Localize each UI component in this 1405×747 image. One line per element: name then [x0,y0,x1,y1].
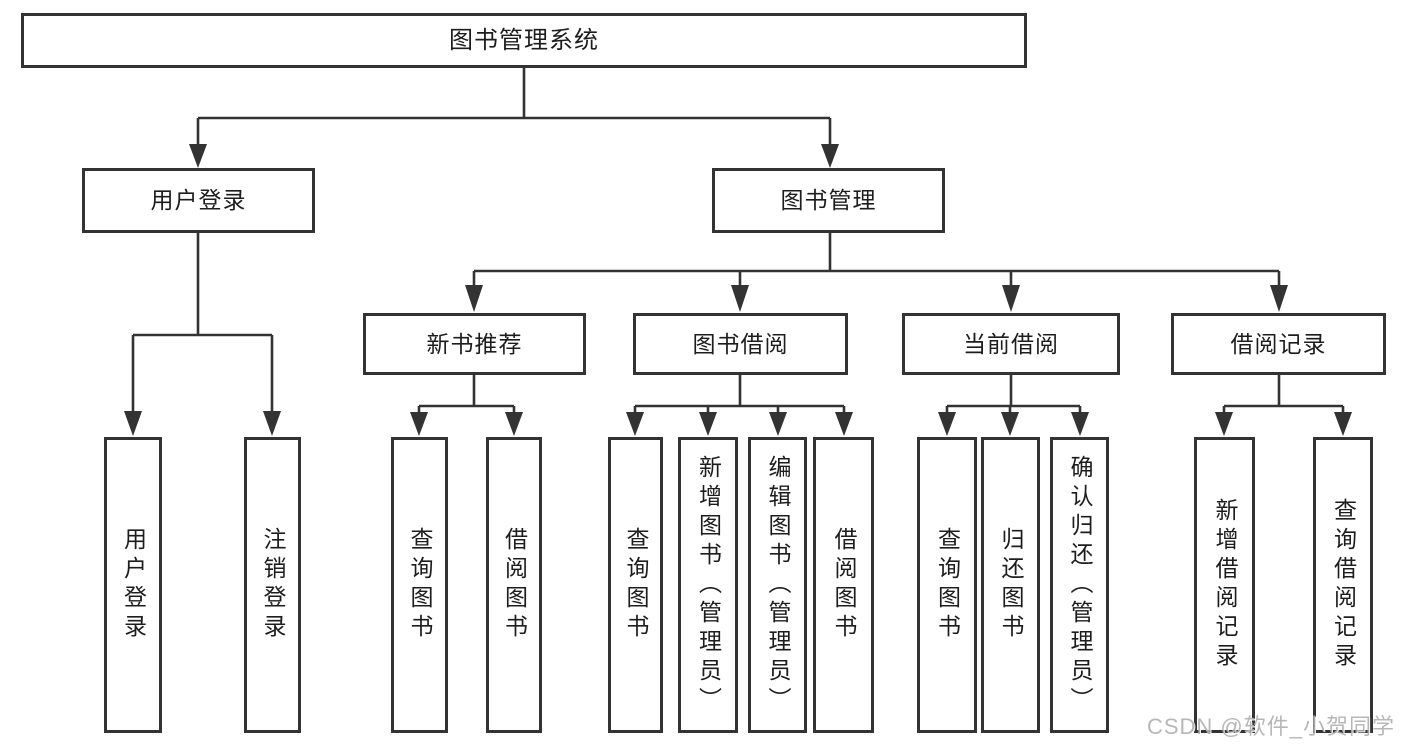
leaf-br-query-record: 查询借阅记录 [1313,437,1373,733]
leaf-cb-return-books: 归还图书 [981,437,1040,733]
leaf-bb-add-books-admin: 新增图书（管理员） [678,437,738,733]
leaf-bb-query-books: 查询图书 [608,437,663,733]
leaf-cb-confirm-return-admin: 确认归还（管理员） [1050,437,1109,733]
leaf-nb-borrow-books: 借阅图书 [486,437,542,733]
leaf-user-login: 用户登录 [104,437,162,733]
node-new-book-recommend: 新书推荐 [363,313,586,375]
node-root-system: 图书管理系统 [21,13,1027,68]
leaf-bb-edit-books-admin: 编辑图书（管理员） [748,437,807,733]
arrowheads [124,144,1352,436]
leaf-logout: 注销登录 [244,437,301,733]
leaf-cb-query-books: 查询图书 [917,437,977,733]
node-borrow-records: 借阅记录 [1171,313,1386,375]
node-book-borrowing: 图书借阅 [633,313,848,375]
csdn-watermark: CSDN @软件_小贺同学 [1146,714,1395,739]
leaf-br-add-record: 新增借阅记录 [1194,437,1255,733]
node-user-login: 用户登录 [82,168,315,233]
node-book-management: 图书管理 [712,168,945,233]
node-current-borrowing: 当前借阅 [902,313,1120,375]
leaf-bb-borrow-books: 借阅图书 [813,437,874,733]
leaf-nb-query-books: 查询图书 [391,437,448,733]
